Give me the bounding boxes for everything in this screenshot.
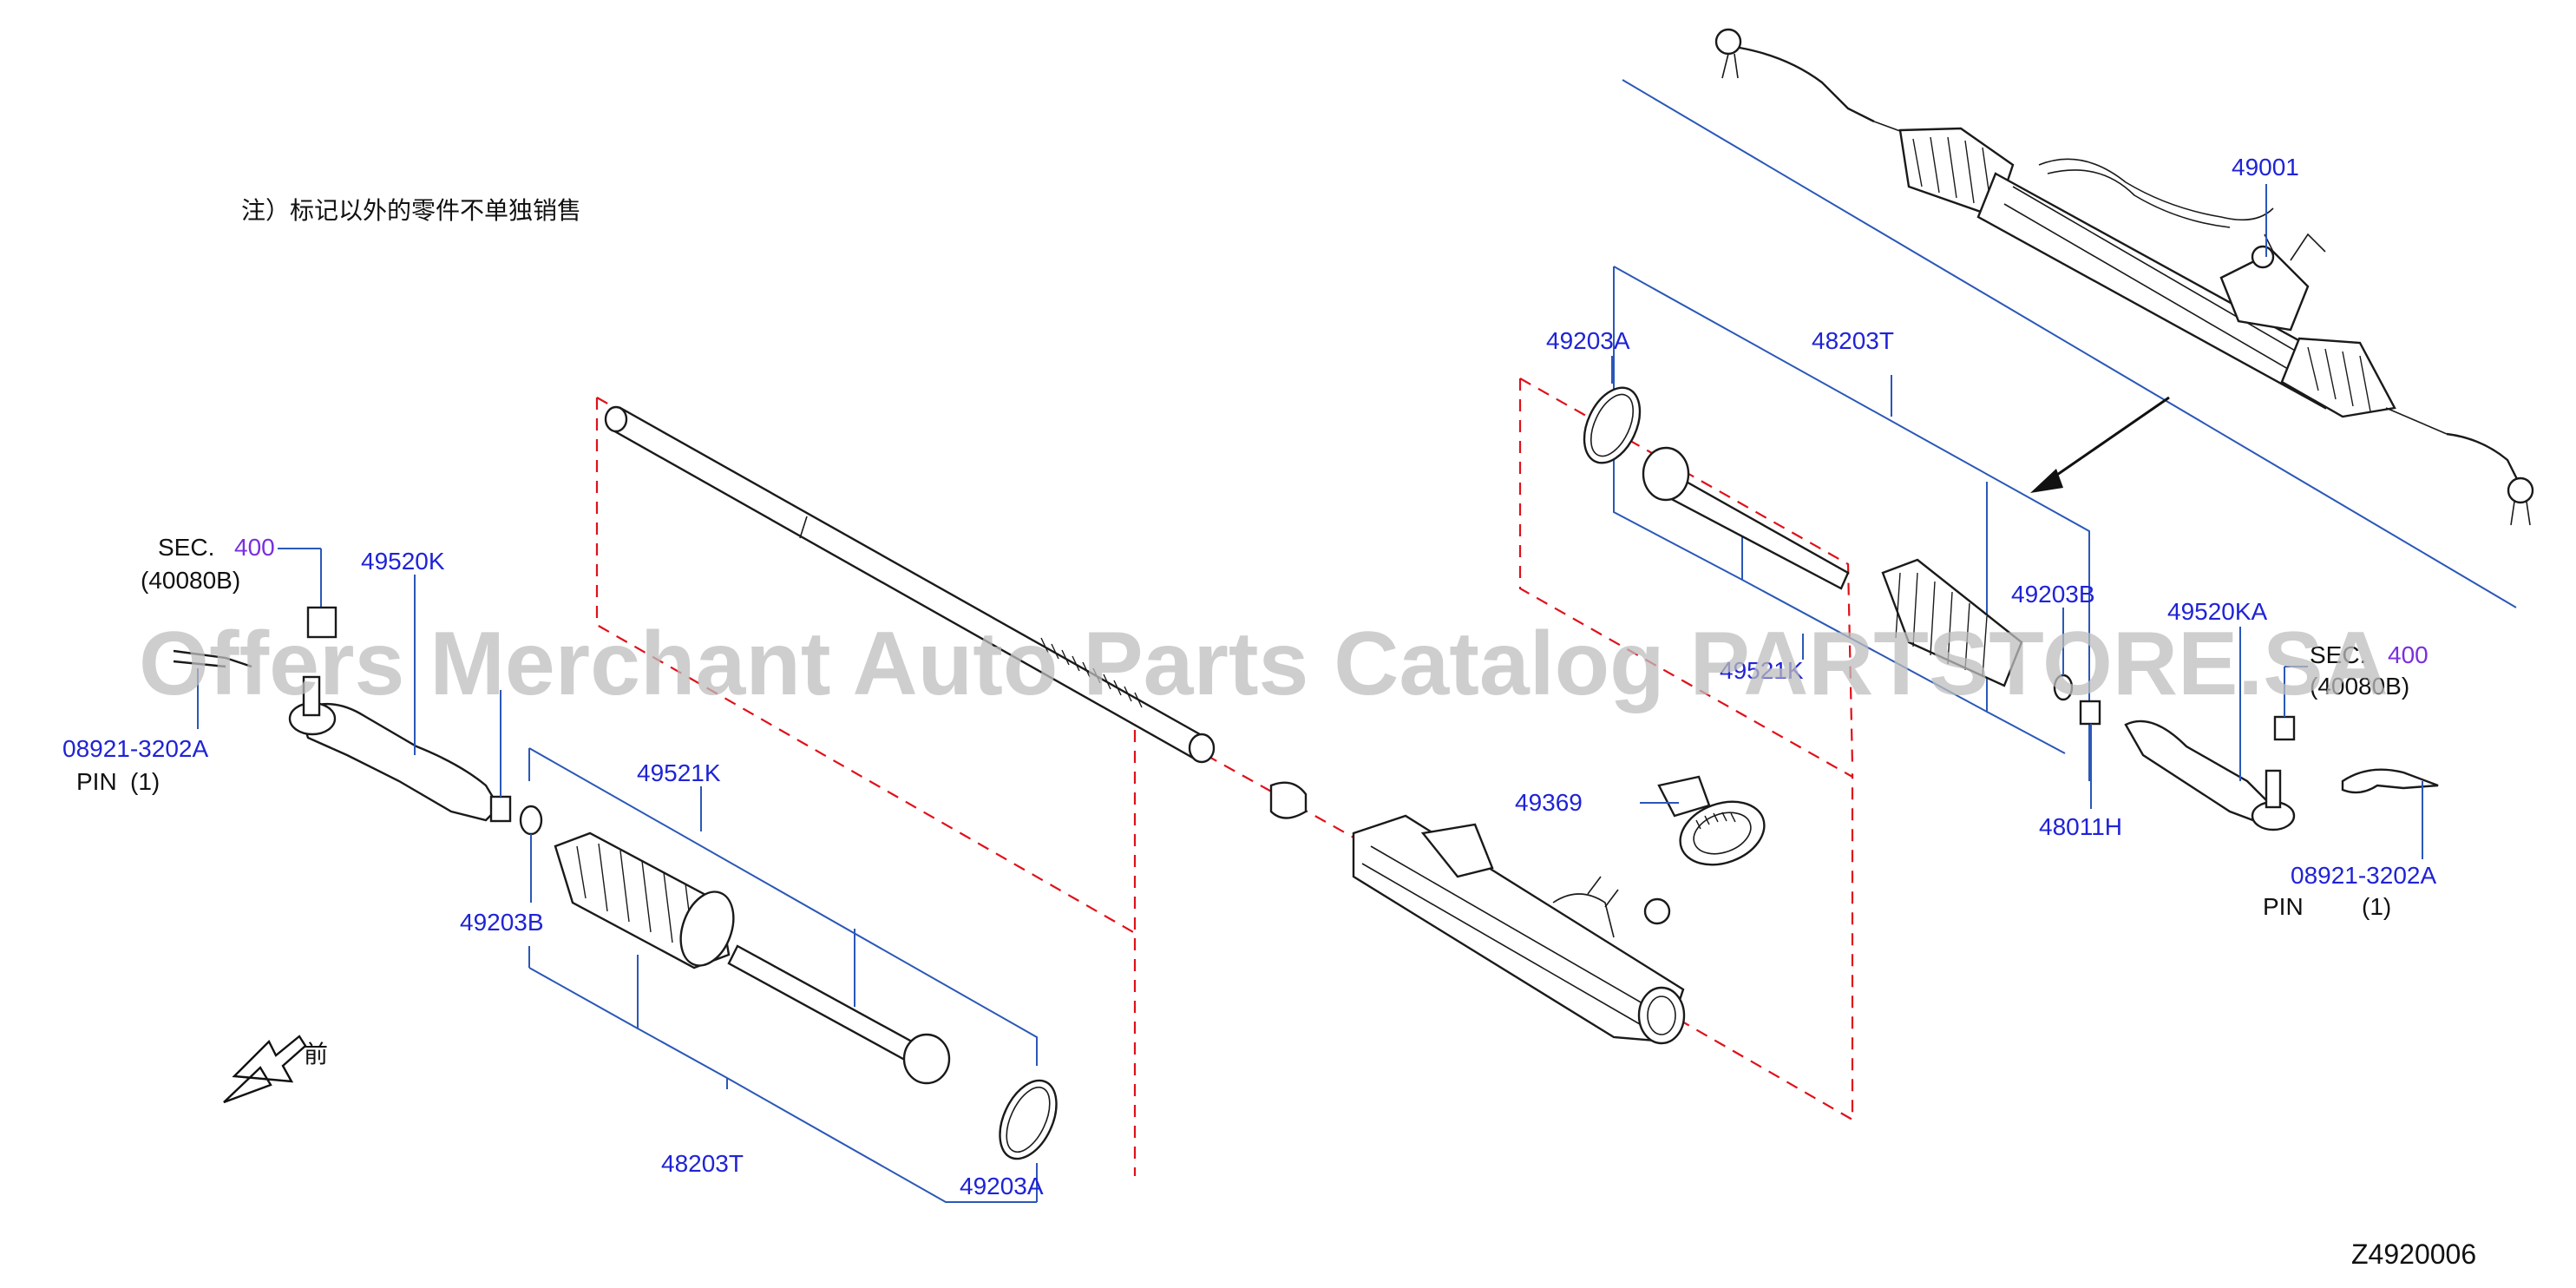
front-arrow-icon — [223, 1035, 307, 1104]
label-49369: 49369 — [1515, 789, 1583, 816]
right-clamp-large — [1583, 386, 1642, 464]
left-cotter-pin — [173, 649, 252, 668]
left-sec-sub: (40080B) — [141, 567, 240, 594]
left-clamp-large — [999, 1079, 1058, 1160]
assembly-guide-line — [1622, 79, 2517, 608]
right-boot — [1881, 558, 2023, 687]
assembly-tie-rod-left — [1739, 46, 1875, 123]
label-right-pin-part: 08921-3202A — [2291, 862, 2436, 889]
label-right-49203B: 49203B — [2011, 581, 2095, 608]
label-right-49520KA: 49520KA — [2167, 598, 2268, 625]
watermark: Offers Merchant Auto Parts Catalog PARTS… — [139, 614, 2389, 714]
label-right-48011H: 48011H — [2039, 813, 2122, 840]
label-left-49203B: 49203B — [460, 909, 544, 936]
label-right-49521K: 49521K — [1720, 657, 1804, 684]
right-sec-label: SEC. — [2310, 641, 2366, 668]
assembly-housing — [1976, 172, 2344, 410]
left-inner-socket — [727, 944, 921, 1065]
left-bracket-48203T — [528, 955, 1037, 1203]
label-left-48203T: 48203T — [661, 1150, 744, 1177]
label-right-49203A: 49203A — [1546, 327, 1630, 354]
left-clamp-small — [519, 805, 543, 836]
assembly-ball-joint-right — [2507, 476, 2534, 504]
right-pin-qty: (1) — [2362, 893, 2391, 920]
left-sec-nut — [306, 606, 338, 639]
exploded-view-arrow — [2042, 396, 2170, 486]
note-text: 注）标记以外的零件不单独销售 — [241, 197, 581, 224]
right-bracket-48203T — [1613, 266, 2090, 781]
center-dashed-boundary — [595, 397, 1137, 1176]
label-left-49203A: 49203A — [960, 1173, 1044, 1199]
right-sec-number: 400 — [2388, 641, 2429, 668]
front-label: 前 — [304, 1041, 328, 1068]
assembly-ball-joint-left — [1714, 28, 1742, 56]
left-pin-qty: (1) — [130, 768, 160, 795]
gear-housing — [1352, 814, 1685, 1043]
steering-gear-assembly-illustration — [1622, 28, 2534, 608]
left-pin-label: PIN — [76, 768, 117, 795]
left-sec-number: 400 — [234, 534, 275, 561]
label-49001: 49001 — [2232, 154, 2299, 181]
right-pin-label: PIN — [2263, 893, 2304, 920]
right-sec-sub: (40080B) — [2310, 673, 2409, 700]
left-sec-label: SEC. — [158, 534, 214, 561]
figure-code: Z4920006 — [2351, 1239, 2476, 1270]
label-left-49520K: 49520K — [361, 548, 445, 575]
assembly-tie-rod-right — [2446, 432, 2522, 487]
label-left-49521K: 49521K — [637, 759, 721, 786]
label-right-48203T: 48203T — [1812, 327, 1894, 354]
right-sec-nut — [2273, 715, 2296, 741]
ring-tag — [1657, 775, 1711, 818]
right-tie-rod-end — [2124, 720, 2275, 826]
label-left-pin-part: 08921-3202A — [62, 735, 208, 762]
right-cotter-pin — [2341, 768, 2439, 794]
right-dashed-boundary — [1518, 378, 1854, 779]
assembly-boot-right — [2280, 337, 2396, 418]
ring-49369 — [1679, 800, 1766, 866]
left-nut — [489, 795, 512, 823]
rack-plug — [1269, 781, 1308, 819]
exploded-view-arrowhead — [2030, 469, 2063, 493]
